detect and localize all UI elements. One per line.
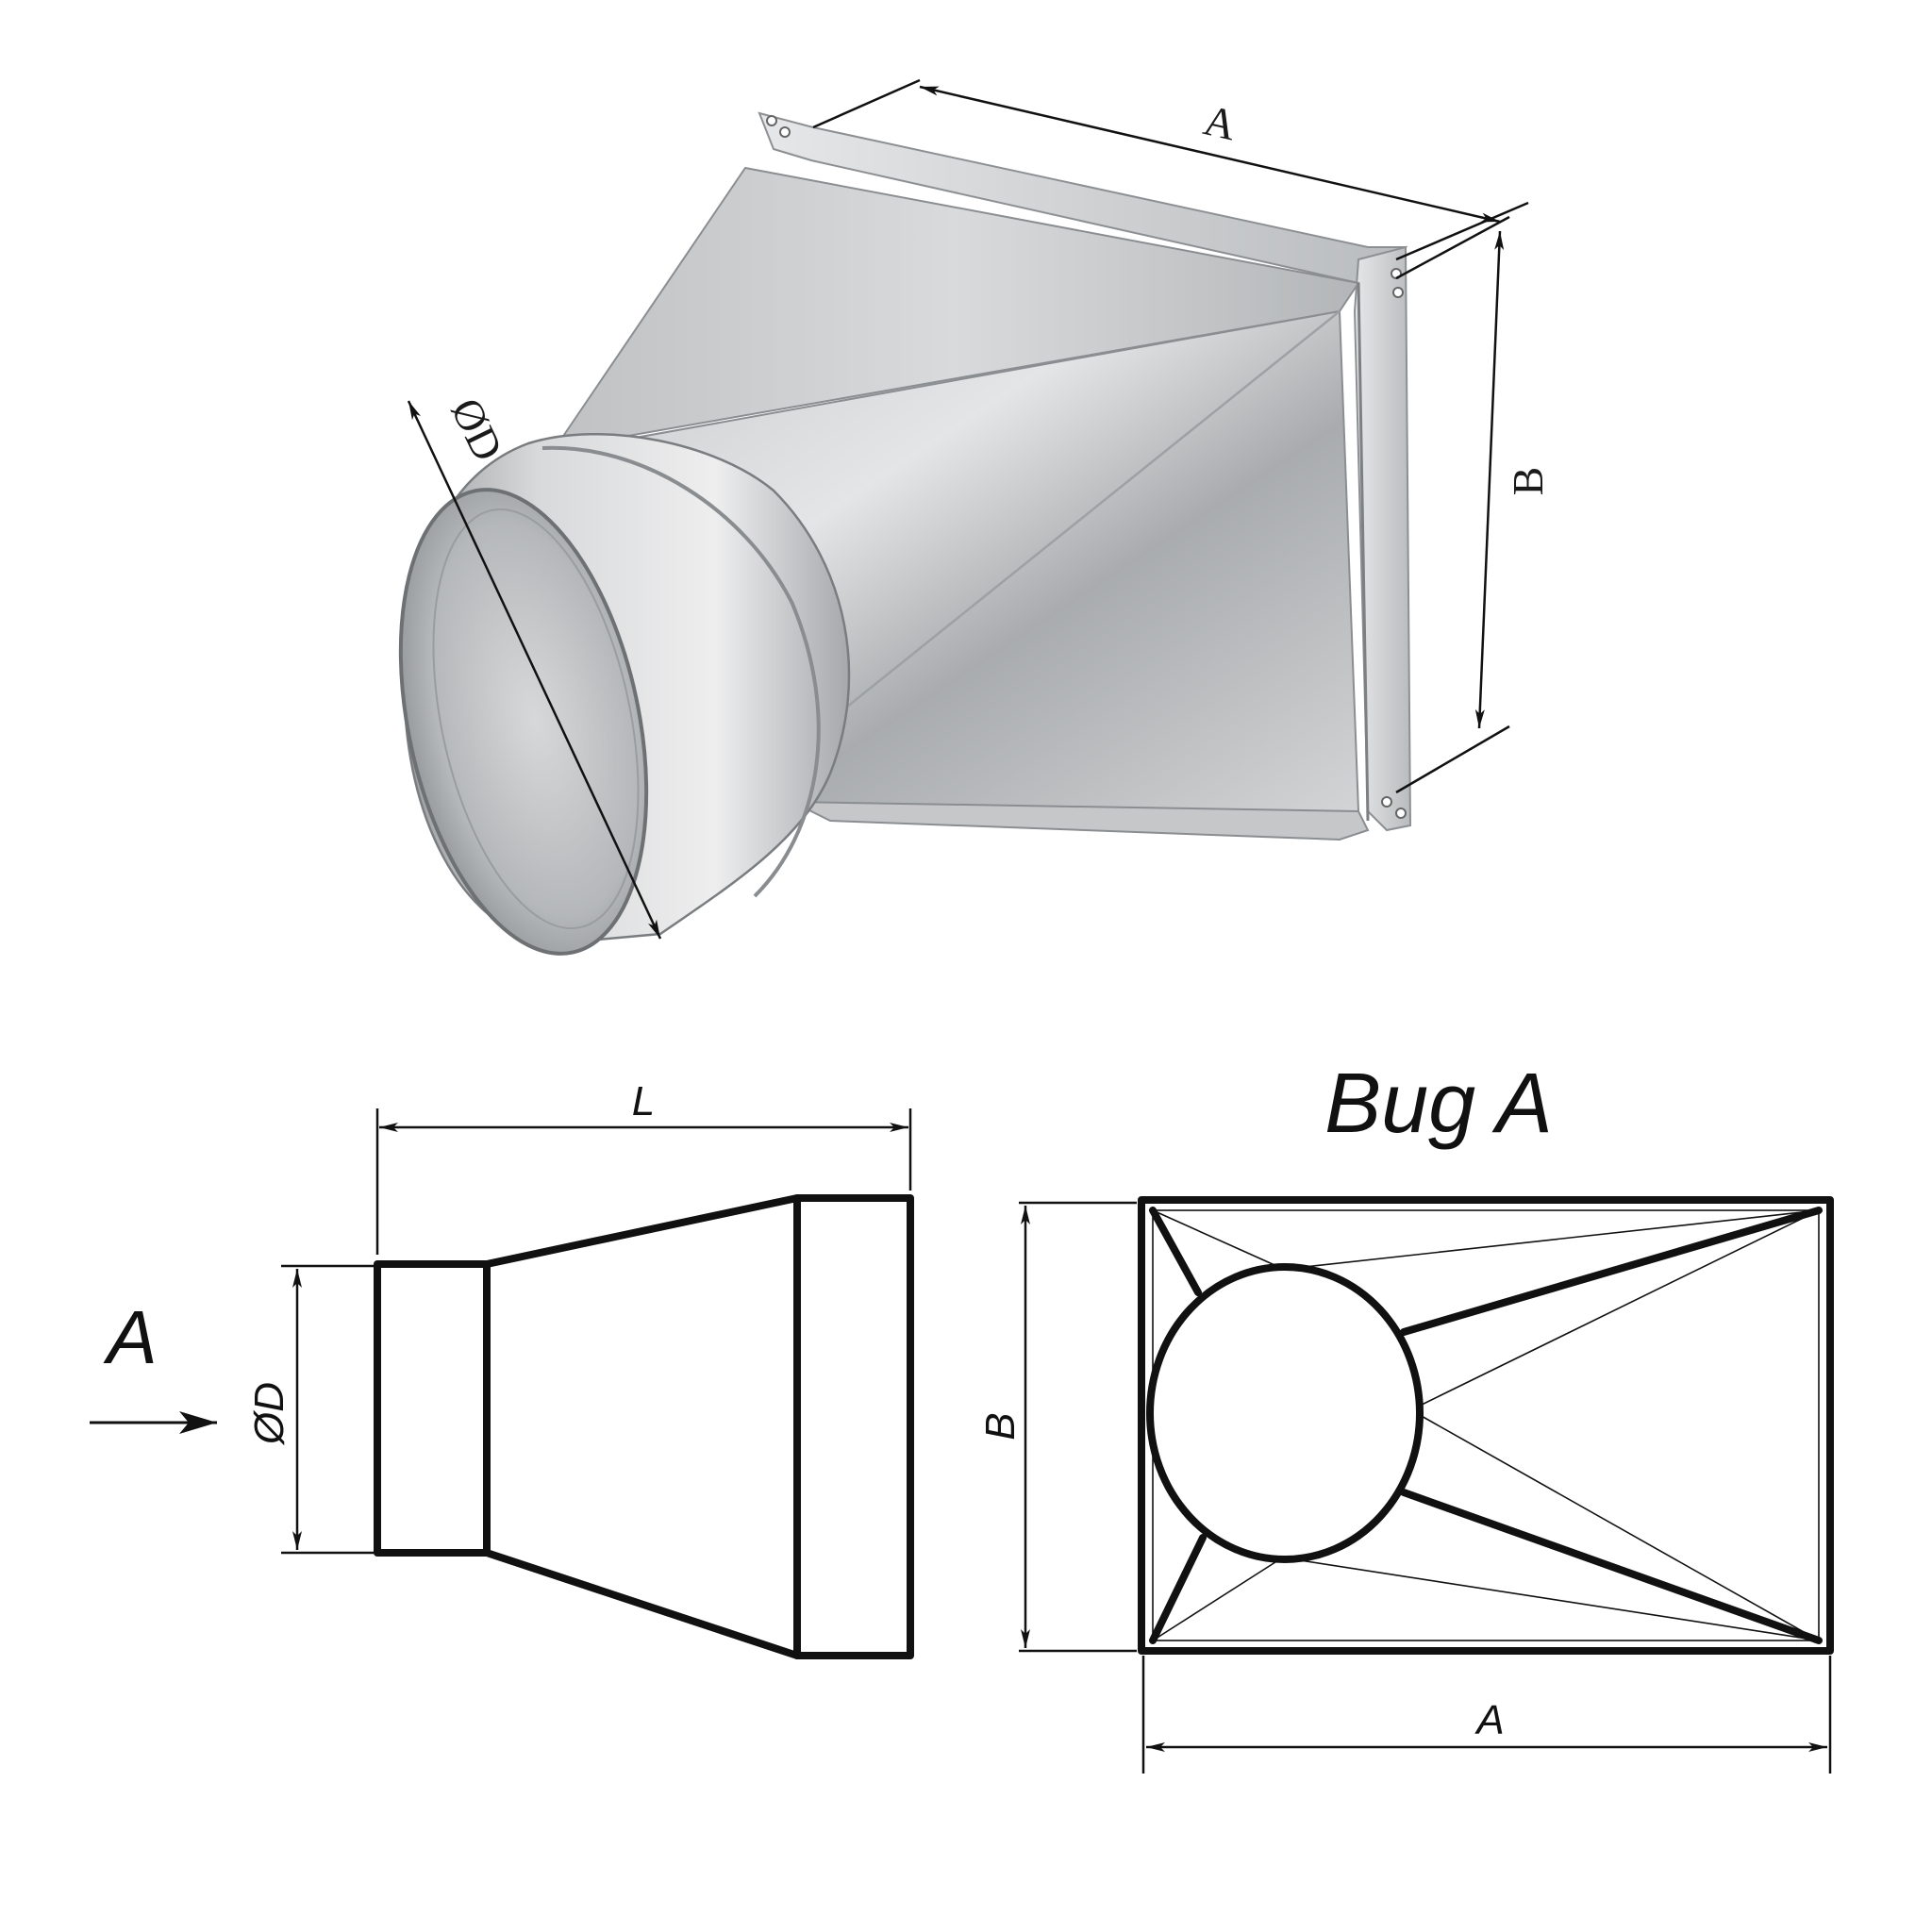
front-round-opening xyxy=(1146,1263,1424,1563)
dim-front-b-label: B xyxy=(977,1412,1024,1440)
dim-b-label: B xyxy=(1504,467,1552,496)
flange-seam xyxy=(1357,282,1370,822)
side-taper xyxy=(483,1194,801,1659)
dim-d-side-label: ØD xyxy=(246,1382,292,1446)
dim-b-line xyxy=(1474,230,1505,729)
dim-a-ext-right xyxy=(1395,201,1529,261)
dim-a-ext-left xyxy=(812,78,921,129)
dim-front-a-label: A xyxy=(1474,1697,1504,1743)
front-view-title: Bug A xyxy=(1324,1057,1553,1151)
side-collar xyxy=(374,1260,491,1557)
dim-b-ext-top xyxy=(1395,215,1510,280)
front-outer-frame xyxy=(1138,1196,1834,1655)
front-view-drawing: Bug A B A xyxy=(977,1057,1834,1774)
dim-a-line xyxy=(919,85,1501,224)
pyramid-bottom-face xyxy=(791,801,1370,841)
dim-a-label: A xyxy=(1200,95,1241,149)
dim-b-ext-bottom xyxy=(1395,724,1510,794)
view-marker-label: A xyxy=(103,1295,157,1379)
side-flange xyxy=(793,1194,914,1659)
right-flange xyxy=(1353,245,1412,832)
transition-piece-illustration xyxy=(398,111,1412,956)
front-fold-lines xyxy=(1149,1207,1823,1644)
side-view-drawing: L ØD A xyxy=(90,1078,914,1659)
dim-l-label: L xyxy=(632,1078,655,1124)
dim-d-line xyxy=(407,400,662,940)
front-thin-lines xyxy=(1152,1209,1820,1641)
